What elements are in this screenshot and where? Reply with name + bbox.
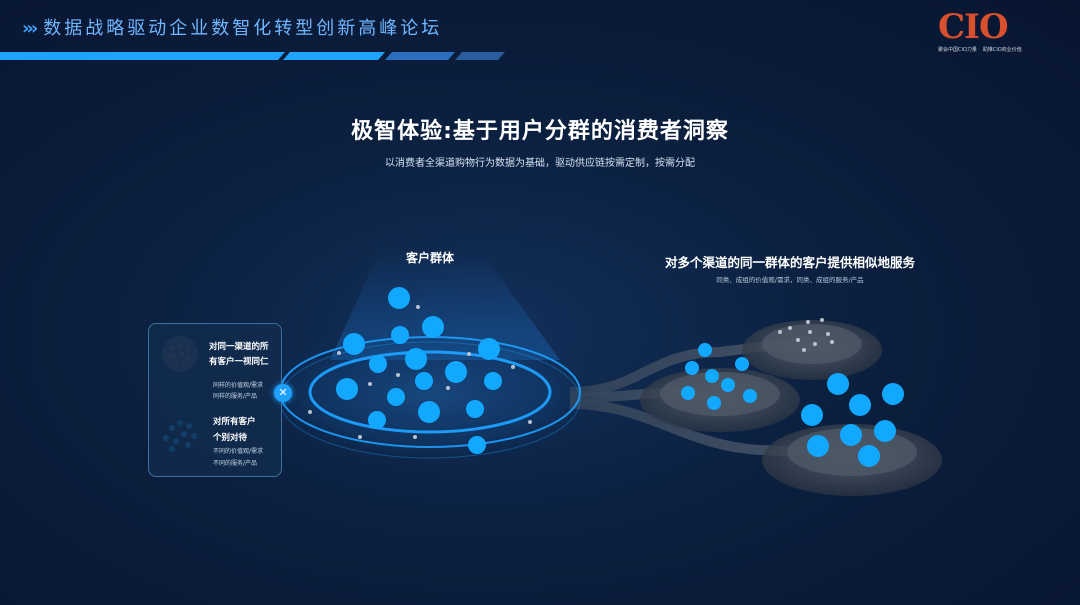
same-treatment-title-1: 对同一渠道的所 — [209, 342, 269, 352]
page-subtitle: 以消费者全渠道购物行为数据为基础，驱动供应链按需定制，按需分配 — [385, 158, 695, 169]
services-title: 对多个渠道的同一群体的客户提供相似地服务 — [664, 255, 915, 270]
service-dots-middle — [681, 343, 757, 410]
same-treatment-desc-2: 同样的服务/产品 — [213, 393, 258, 400]
individual-treatment-desc-1: 不同的价值观/需求 — [213, 448, 264, 455]
individual-treatment-desc-2: 不同的服务/产品 — [213, 460, 258, 467]
chevrons-icon: ››› — [22, 18, 38, 39]
cio-logo-mark: CIO — [938, 7, 1009, 47]
logo-sub-right: 助推CIO商业价值 — [982, 47, 1022, 53]
same-treatment-title-2: 有客户一视同仁 — [209, 357, 269, 367]
header-stripes — [0, 52, 505, 60]
forum-title: ››› 数据战略驱动企业数智化转型创新高峰论坛 — [22, 14, 442, 40]
customer-dots-center — [336, 287, 502, 454]
service-dots-bottom — [801, 373, 904, 467]
page-title: 极智体验:基于用户分群的消费者洞察 — [351, 119, 729, 144]
forum-title-text: 数据战略驱动企业数智化转型创新高峰论坛 — [43, 18, 443, 39]
customer-groups-label: 客户群体 — [405, 251, 454, 265]
service-disks — [640, 320, 942, 496]
customer-group-platform — [260, 250, 600, 463]
grey-dots-center — [308, 305, 532, 439]
cio-logo: CIO 聚会中国CIO力量 助推CIO商业价值 — [938, 10, 1034, 56]
individual-treatment-title-2: 个别对待 — [213, 433, 248, 443]
same-treatment-desc-1: 同样的价值观/需求 — [213, 382, 264, 389]
logo-sub-left: 聚会中国CIO力量 — [938, 47, 977, 53]
close-icon[interactable]: ✕ — [274, 384, 292, 402]
individual-treatment-title-1: 对所有客户 — [213, 417, 256, 427]
services-subtitle: 同类、成组的价值观/需求，同类、成组的服务/产品 — [716, 276, 864, 284]
service-dots-top — [778, 318, 834, 352]
legend-card: 对同一渠道的所 有客户一视同仁 同样的价值观/需求 同样的服务/产品 对所有客户… — [148, 323, 282, 477]
